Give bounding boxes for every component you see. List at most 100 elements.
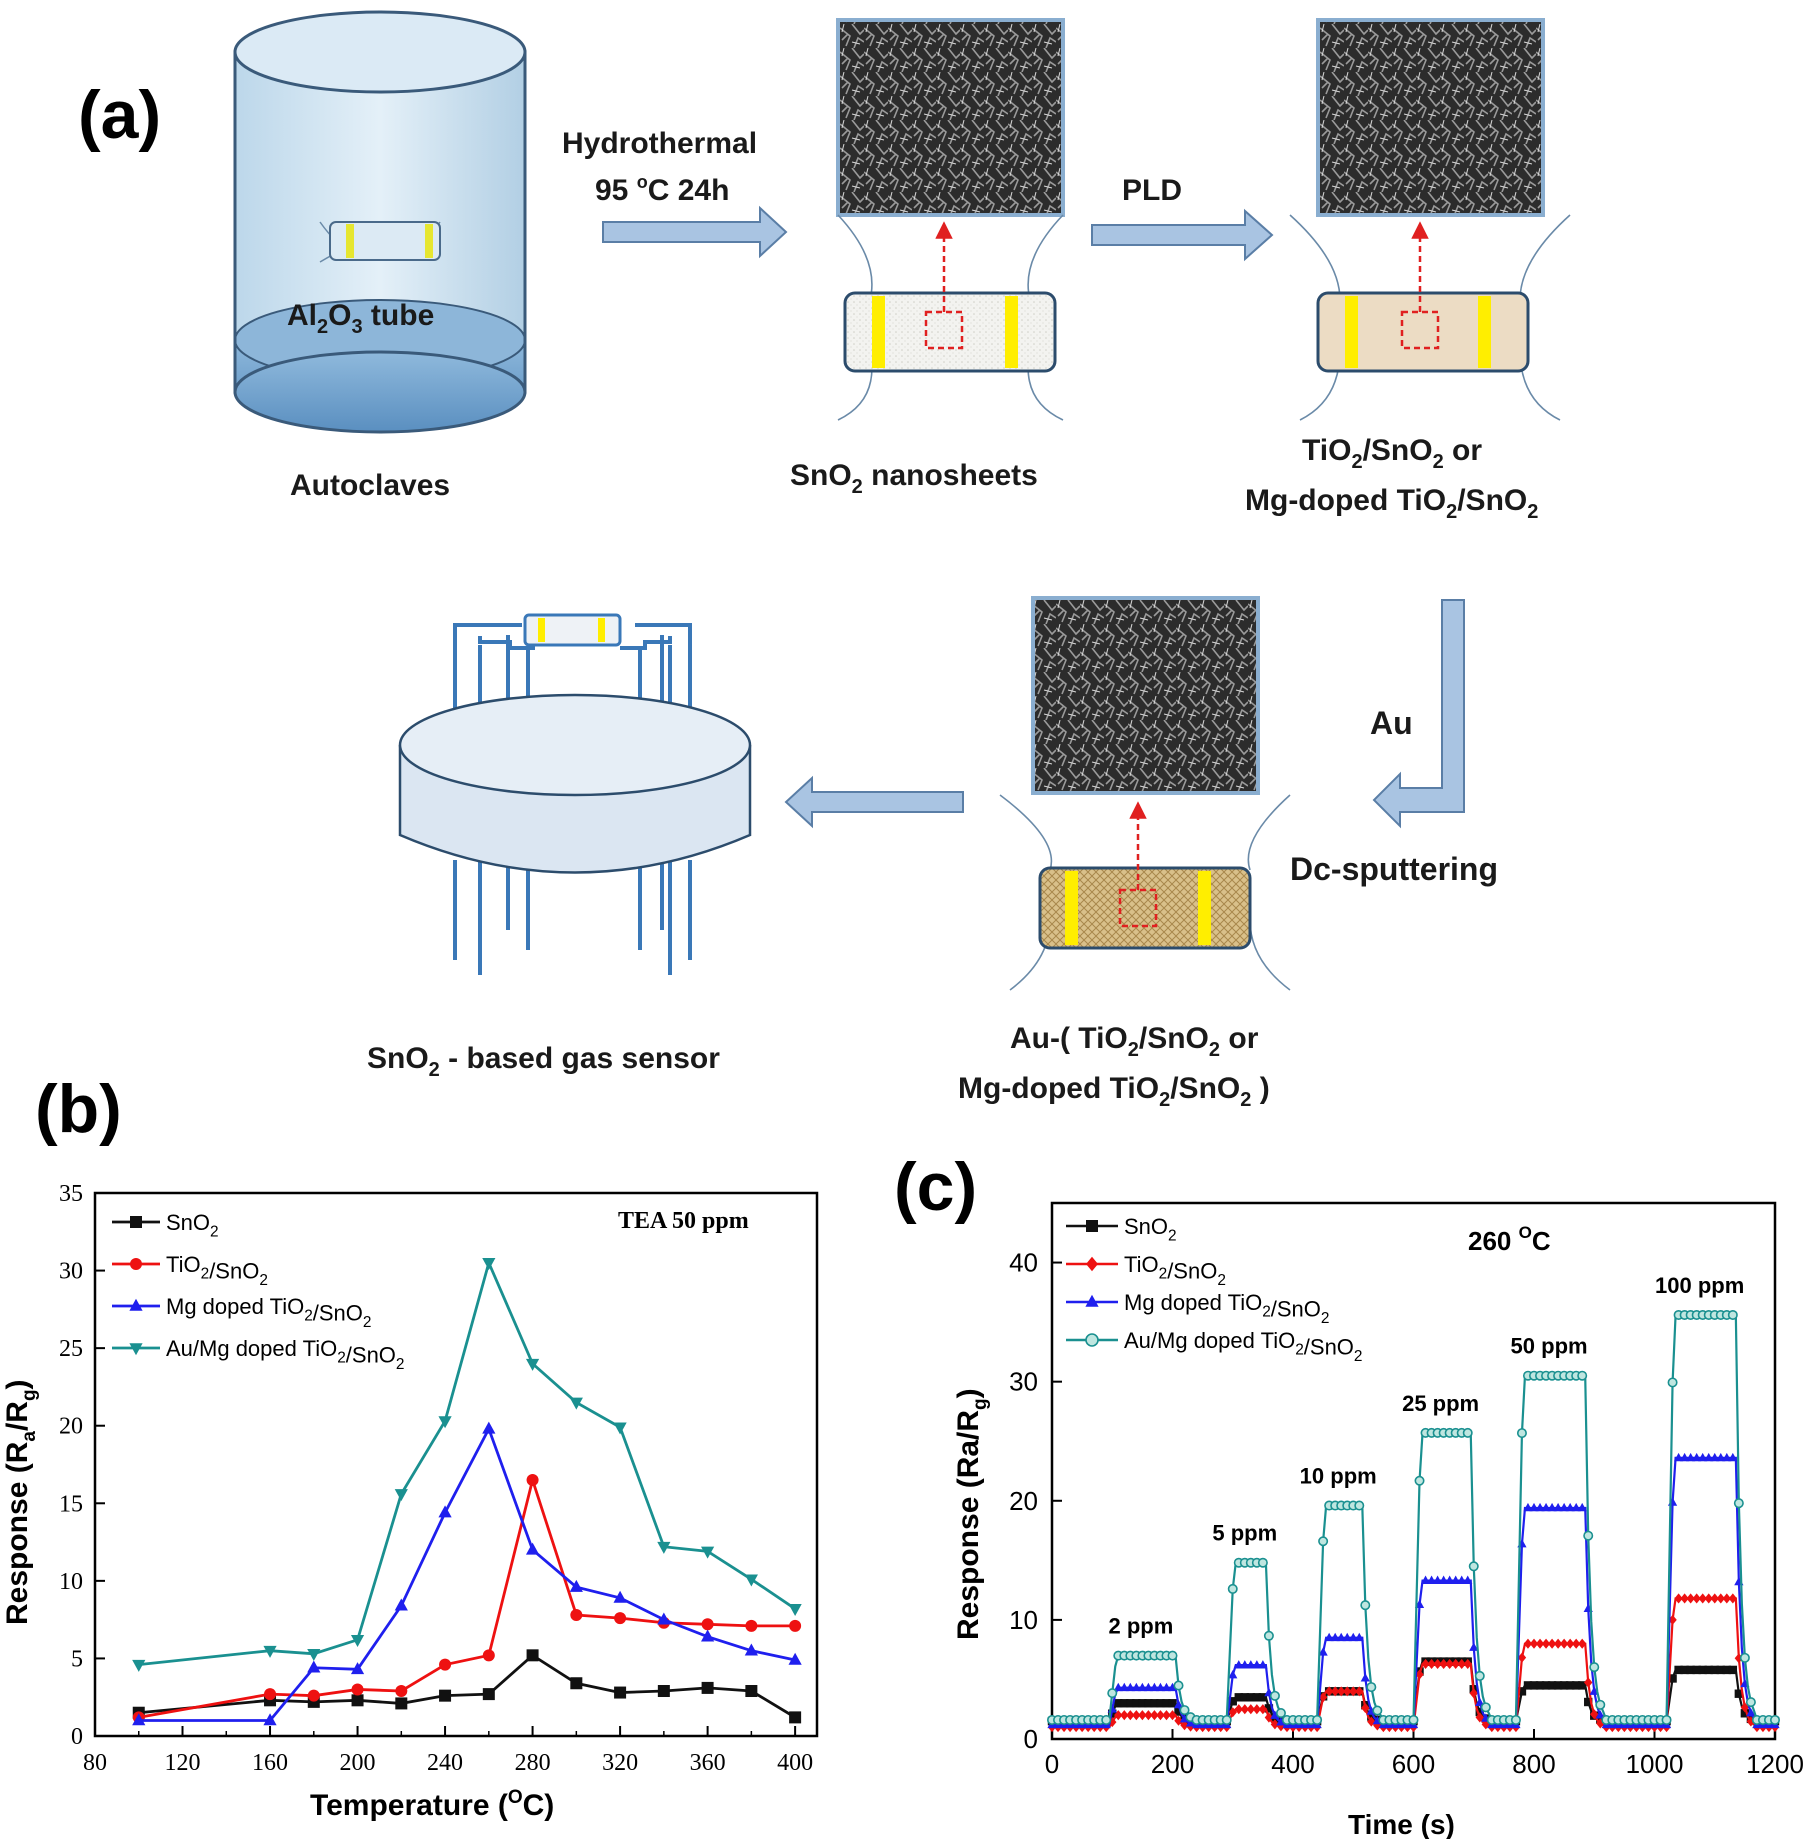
data-point — [1144, 1699, 1153, 1708]
data-point — [1541, 1681, 1551, 1690]
data-point — [1565, 1638, 1575, 1649]
data-point — [1595, 1699, 1606, 1710]
data-point — [1680, 1593, 1689, 1604]
data-point — [394, 1598, 408, 1611]
tube-label: Al2O3 tube — [287, 299, 434, 338]
data-point — [1270, 1719, 1280, 1730]
data-point — [1263, 1630, 1274, 1641]
data-point — [1584, 1677, 1593, 1688]
sem-image-3 — [1031, 596, 1260, 795]
data-point — [1523, 1681, 1533, 1690]
chart-b-ylabel: Response (Ra/Rg) — [1, 1379, 40, 1625]
data-point — [1234, 1704, 1243, 1715]
chart-b-annotation: TEA 50 ppm — [618, 1208, 749, 1234]
data-point — [482, 1421, 496, 1434]
data-point — [1469, 1642, 1479, 1651]
data-point — [1559, 1638, 1569, 1649]
x-tick-label: 200 — [1151, 1749, 1194, 1779]
svg-text:Al2O3 tube: Al2O3 tube — [287, 299, 434, 338]
x-tick-label: 1200 — [1746, 1749, 1804, 1779]
data-point — [1228, 1697, 1237, 1706]
data-point — [1583, 1530, 1594, 1541]
y-tick-label: 20 — [59, 1414, 83, 1440]
data-point — [1728, 1452, 1738, 1462]
x-tick-label: 800 — [1512, 1749, 1555, 1779]
data-point — [1240, 1693, 1249, 1702]
data-point — [1674, 1593, 1683, 1604]
data-point — [1439, 1575, 1449, 1584]
data-point — [1571, 1638, 1581, 1649]
panel-b-label: (b) — [35, 1071, 122, 1147]
data-point — [1330, 1686, 1340, 1697]
y-tick-label: 15 — [59, 1491, 83, 1517]
data-point — [1155, 1682, 1166, 1692]
data-point — [1167, 1650, 1178, 1661]
data-point — [1475, 1697, 1485, 1706]
series-line — [138, 1474, 796, 1719]
data-point — [570, 1677, 583, 1690]
data-point — [1143, 1682, 1154, 1692]
data-point — [1475, 1712, 1484, 1723]
data-point — [1318, 1647, 1328, 1656]
data-point — [1704, 1593, 1713, 1604]
arrow-to-sensor — [784, 775, 964, 829]
data-point — [1668, 1674, 1677, 1683]
legend-marker — [129, 1343, 143, 1356]
data-point — [1126, 1699, 1135, 1708]
data-point — [1342, 1632, 1352, 1642]
stage-au-label-1: Au-( TiO2/SnO2 or — [1010, 1022, 1259, 1061]
pld-label: PLD — [1122, 174, 1182, 207]
data-point — [569, 1397, 583, 1410]
data-point — [1227, 1583, 1238, 1594]
data-point — [1270, 1710, 1280, 1719]
data-point — [1746, 1707, 1756, 1717]
sensor-label: SnO2 - based gas sensor — [367, 1042, 720, 1081]
data-point — [1589, 1662, 1600, 1673]
data-point — [1137, 1682, 1147, 1692]
data-point — [307, 1689, 320, 1702]
data-point — [1529, 1638, 1539, 1649]
data-point — [788, 1603, 802, 1616]
data-point — [1138, 1710, 1147, 1721]
legend-marker — [1086, 1256, 1098, 1272]
data-point — [1114, 1710, 1123, 1721]
data-point — [1445, 1658, 1454, 1669]
arrow-hydrothermal: Hydrothermal 95 oC 24h — [562, 127, 788, 259]
stage-au-deposited: Au-( TiO2/SnO2 or Mg-doped TiO2/SnO2 ) — [958, 596, 1291, 1111]
data-point — [1661, 1714, 1672, 1725]
data-point — [744, 1643, 758, 1656]
series-3 — [132, 1258, 802, 1672]
data-point — [1138, 1699, 1147, 1708]
data-point — [1547, 1638, 1557, 1649]
data-point — [1457, 1575, 1467, 1584]
data-point — [1427, 1658, 1436, 1669]
data-point — [1367, 1712, 1376, 1721]
chart-b-xlabel: Temperature (OC) — [310, 1787, 554, 1822]
data-point — [1125, 1682, 1135, 1692]
legend-marker — [1085, 1333, 1099, 1347]
data-point — [1360, 1600, 1371, 1611]
data-point — [613, 1422, 627, 1435]
y-tick-label: 5 — [71, 1646, 83, 1672]
data-point — [1162, 1710, 1171, 1721]
data-point — [1156, 1699, 1165, 1708]
data-point — [1312, 1714, 1323, 1725]
data-point — [1469, 1688, 1478, 1699]
data-point — [1547, 1502, 1557, 1512]
data-point — [1692, 1593, 1701, 1604]
data-point — [1673, 1452, 1684, 1462]
data-point — [570, 1608, 583, 1621]
x-tick-label: 240 — [427, 1750, 463, 1776]
concentration-label: 50 ppm — [1511, 1334, 1588, 1359]
data-point — [1578, 1638, 1587, 1649]
x-tick-label: 320 — [602, 1750, 638, 1776]
concentration-label: 25 ppm — [1402, 1391, 1479, 1416]
gas-sensor-illustration: SnO2 - based gas sensor — [367, 613, 752, 1081]
data-point — [395, 1697, 408, 1710]
series-3 — [1047, 1309, 1781, 1725]
data-point — [1692, 1665, 1701, 1675]
data-point — [264, 1688, 277, 1701]
data-point — [744, 1574, 758, 1587]
data-point — [1710, 1452, 1720, 1462]
